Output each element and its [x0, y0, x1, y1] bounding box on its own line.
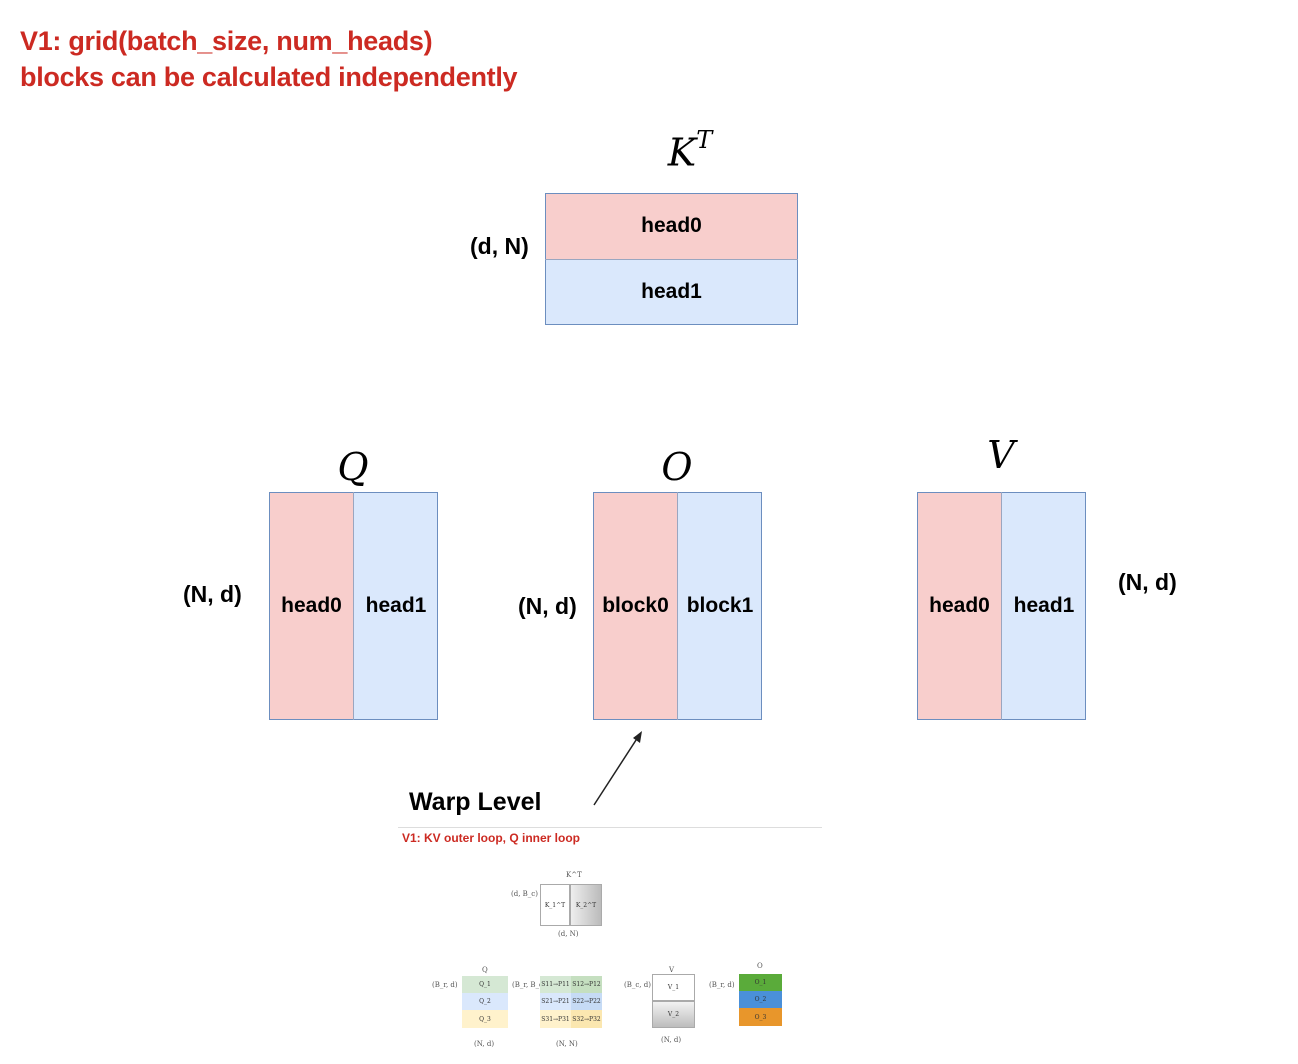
v-col-head1: head1: [1002, 492, 1086, 720]
mini-s-cell-32: S32→P32: [571, 1010, 602, 1028]
kt-matrix: head0 head1: [545, 193, 798, 325]
q-matrix: head0 head1: [269, 492, 438, 720]
mini-s-cell-22: S22→P22: [571, 993, 602, 1010]
title-line-1: V1: grid(batch_size, num_heads): [20, 26, 433, 56]
mini-kt-cell-1: K_1^T: [540, 884, 570, 926]
mini-o-cell-2: O_2: [739, 991, 782, 1008]
warp-divider: [398, 827, 822, 828]
mini-v-dim-bottom: (N, d): [661, 1036, 682, 1044]
arrow-icon: [593, 731, 642, 806]
v-col-head0: head0: [917, 492, 1002, 720]
kt-symbol: KT: [667, 126, 713, 175]
v-symbol: V: [987, 433, 1015, 477]
warp-subtitle: V1: KV outer loop, Q inner loop: [402, 831, 581, 845]
mini-q-cell-3: Q_3: [462, 1010, 508, 1028]
mini-v-cell-1: V_1: [652, 974, 695, 1001]
q-symbol: Q: [337, 445, 369, 489]
mini-v-label: V: [669, 966, 675, 974]
kt-dim-label: (d, N): [470, 233, 529, 259]
mini-q-dim-left: (B_r, d): [432, 981, 458, 989]
mini-s-dim-left: (B_r, B_c): [512, 981, 546, 989]
mini-v-dim-left: (B_c, d): [624, 981, 651, 989]
mini-o-cell-1: O_1: [739, 974, 782, 991]
q-col-head0: head0: [269, 492, 354, 720]
q-col-head1: head1: [354, 492, 438, 720]
mini-q-label: Q: [482, 966, 488, 974]
warp-mini-diagram: K^T (d, B_c) K_1^T K_2^T (d, N) Q (B_r, …: [396, 860, 816, 1060]
mini-kt-dim-left: (d, B_c): [511, 890, 538, 898]
mini-s-dim-bottom: (N, N): [556, 1040, 578, 1048]
mini-q-cell-2: Q_2: [462, 993, 508, 1010]
mini-q-dim-bottom: (N, d): [474, 1040, 495, 1048]
v-matrix: head0 head1: [917, 492, 1086, 720]
o-symbol: O: [661, 445, 693, 489]
mini-v-cell-2: V_2: [652, 1001, 695, 1028]
mini-s-cell-12: S12→P12: [571, 976, 602, 993]
o-matrix: block0 block1: [593, 492, 762, 720]
mini-s-cell-21: S21→P21: [540, 993, 571, 1010]
mini-s-cell-11: S11→P11: [540, 976, 571, 993]
v-dim-label: (N, d): [1118, 569, 1177, 595]
warp-level-label: Warp Level: [409, 788, 542, 816]
kt-row-head1: head1: [545, 259, 798, 325]
kt-row-head0: head0: [545, 193, 798, 259]
title-line-2: blocks can be calculated independently: [20, 62, 518, 92]
o-col-block1: block1: [678, 492, 762, 720]
mini-s-cell-31: S31→P31: [540, 1010, 571, 1028]
mini-o-label: O: [757, 962, 763, 970]
mini-o-dim-left: (B_r, d): [709, 981, 735, 989]
o-col-block0: block0: [593, 492, 678, 720]
mini-kt-label: K^T: [566, 871, 582, 879]
mini-q-cell-1: Q_1: [462, 976, 508, 993]
o-dim-label: (N, d): [518, 593, 577, 619]
mini-o-cell-3: O_3: [739, 1008, 782, 1026]
q-dim-label: (N, d): [183, 581, 242, 607]
mini-kt-cell-2: K_2^T: [570, 884, 602, 926]
mini-kt-dim-bottom: (d, N): [558, 930, 579, 938]
